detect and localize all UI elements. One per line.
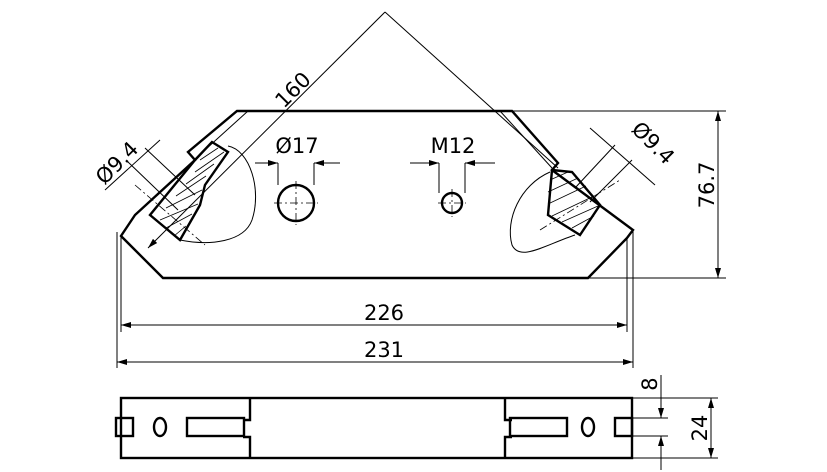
- dim-hole-right: Ø9.4: [627, 117, 679, 169]
- dim-slot: 8: [638, 377, 662, 390]
- bottom-view: 8 24: [114, 375, 718, 470]
- top-view: Ø17 M12 160 Ø9.4 Ø9.4 76.7 226 231: [91, 11, 726, 368]
- part-outline: [119, 109, 635, 280]
- dim-inner-width: 226: [364, 301, 404, 325]
- dim-hole-large: Ø17: [275, 134, 318, 158]
- side-outline: [119, 396, 634, 460]
- dim-thickness: 24: [688, 415, 712, 442]
- dim-diagonal: 160: [270, 67, 315, 112]
- dim-overall-width: 231: [364, 338, 404, 362]
- section-hatch-right: [509, 168, 621, 253]
- section-hatch-left: [134, 140, 256, 246]
- dim-height: 76.7: [695, 162, 719, 209]
- dim-thread: M12: [431, 134, 476, 158]
